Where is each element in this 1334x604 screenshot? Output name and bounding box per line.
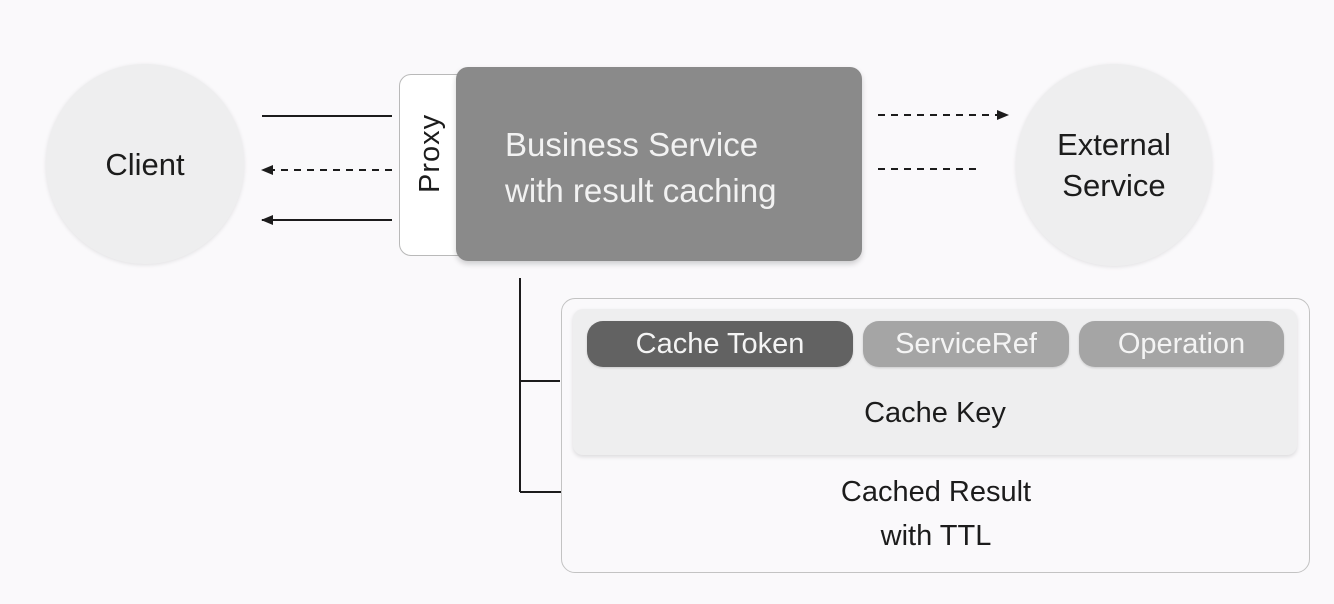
proxy-label: Proxy — [414, 113, 446, 193]
cached-result-label: Cached Result with TTL — [736, 470, 1136, 558]
external-service-label-line2: Service — [1062, 168, 1166, 203]
business-service-label-line2: with result caching — [505, 172, 777, 209]
cache-key-label: Cache Key — [864, 397, 1006, 429]
client-node: Client — [46, 64, 244, 264]
service-ref-field: ServiceRef — [863, 321, 1069, 367]
business-service-label-line1: Business Service — [505, 126, 759, 163]
cached-result-label-line2: with TTL — [880, 520, 992, 552]
cached-result-label-line1: Cached Result — [840, 476, 1032, 508]
external-service-node: External Service — [1016, 64, 1212, 266]
external-service-label-line1: External — [1057, 127, 1171, 162]
cache-token-field: Cache Token — [587, 321, 853, 367]
operation-field: Operation — [1079, 321, 1284, 367]
business-service-label: Business Service with result caching — [505, 122, 855, 214]
client-label: Client — [105, 146, 185, 182]
business-service-node — [456, 67, 862, 261]
